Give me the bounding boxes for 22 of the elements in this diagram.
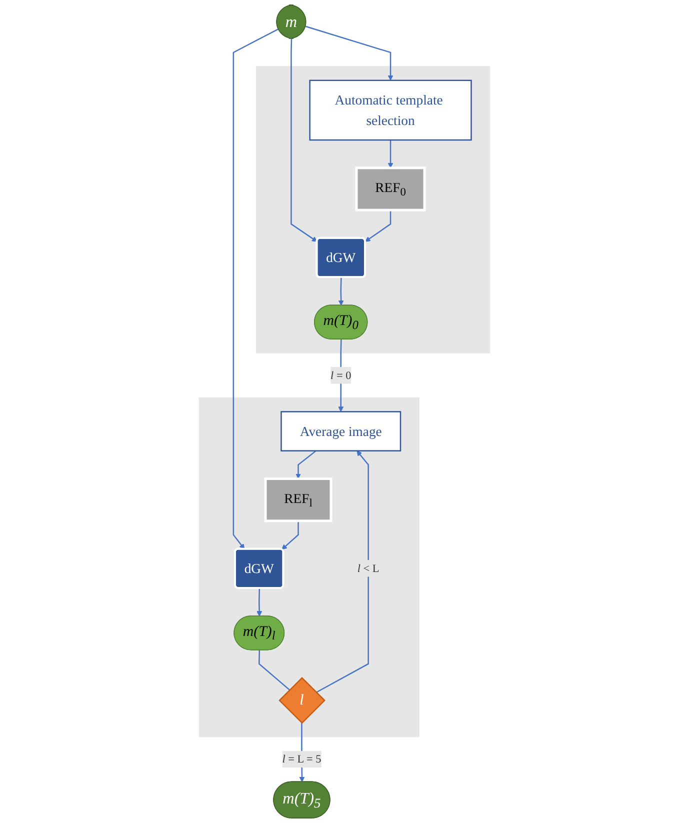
arrow [282, 520, 299, 550]
node-box: Automatic template selection [309, 80, 472, 141]
arrow [232, 28, 279, 550]
cluster [256, 66, 490, 354]
arrow [338, 277, 344, 306]
edge-label: l = 0 [330, 368, 352, 382]
node-box: Average image [280, 411, 402, 452]
node-box: REF$_{l}$ [264, 478, 332, 522]
connector [258, 650, 290, 690]
arrow [338, 339, 344, 412]
edge-label: l = L = 5 [282, 752, 322, 766]
arrow [296, 450, 316, 479]
arrow [365, 210, 392, 242]
arrow [290, 38, 318, 242]
node-box: REF$_{0}$ [355, 166, 426, 212]
arrow [305, 26, 394, 81]
arrow [316, 450, 369, 693]
arrow [388, 140, 394, 168]
edge-label: l < L [357, 562, 380, 574]
arrow [256, 588, 262, 616]
node-diamond: l [278, 676, 326, 724]
cluster [198, 397, 420, 738]
